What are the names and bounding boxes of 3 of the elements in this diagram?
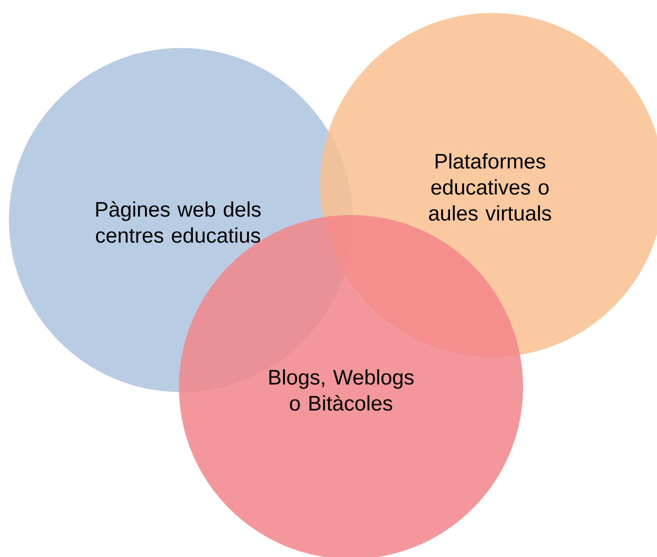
circle-label: Pàgines web dels centres educatius xyxy=(96,201,261,243)
circle-label: Plataformes educatives o aules virtuals xyxy=(429,153,552,221)
circle-label: Blogs, Weblogs o Bitàcoles xyxy=(269,369,414,411)
